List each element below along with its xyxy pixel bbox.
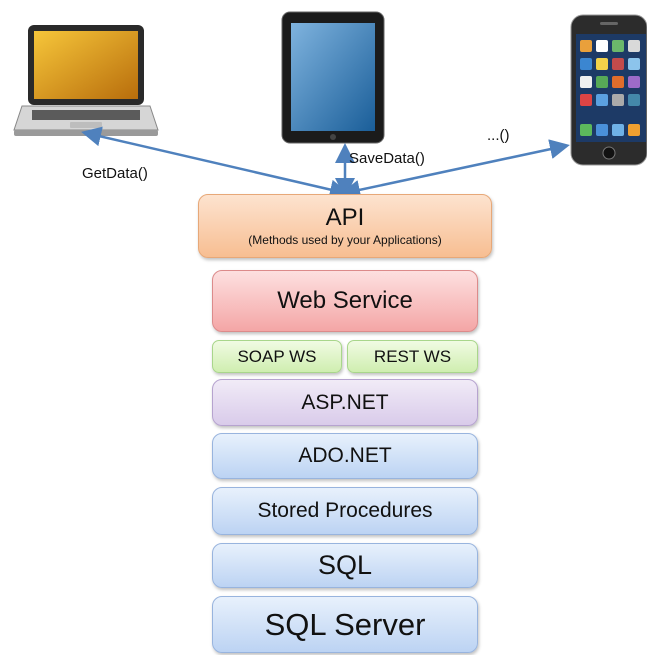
stored-procedures-label: Stored Procedures [257, 499, 433, 522]
adonet-label: ADO.NET [298, 444, 392, 467]
web-service-layer: Web Service [212, 270, 478, 332]
smartphone-icon [570, 14, 647, 166]
sql-label: SQL [317, 550, 373, 580]
sql-server-layer: SQL Server [212, 596, 478, 653]
other-call-label: ...() [487, 127, 510, 144]
api-layer: API (Methods used by your Applications) [198, 194, 492, 258]
stored-procedures-layer: Stored Procedures [212, 487, 478, 535]
soap-ws-label: SOAP WS [237, 346, 317, 366]
adonet-layer: ADO.NET [212, 433, 478, 479]
getdata-label: GetData() [82, 165, 148, 182]
other-call-arrow [340, 139, 570, 200]
savedata-label: SaveData() [349, 150, 425, 167]
rest-ws-label: REST WS [373, 346, 452, 366]
api-title: API [325, 204, 365, 231]
soap-ws-layer: SOAP WS [212, 340, 342, 373]
sql-server-label: SQL Server [264, 606, 426, 642]
sql-layer: SQL [212, 543, 478, 588]
aspnet-label: ASP.NET [301, 390, 389, 414]
aspnet-layer: ASP.NET [212, 379, 478, 426]
web-service-label: Web Service [277, 287, 413, 314]
rest-ws-layer: REST WS [347, 340, 478, 373]
api-subtitle: (Methods used by your Applications) [248, 233, 442, 247]
tablet-icon [281, 11, 385, 144]
getdata-arrow [81, 126, 350, 200]
